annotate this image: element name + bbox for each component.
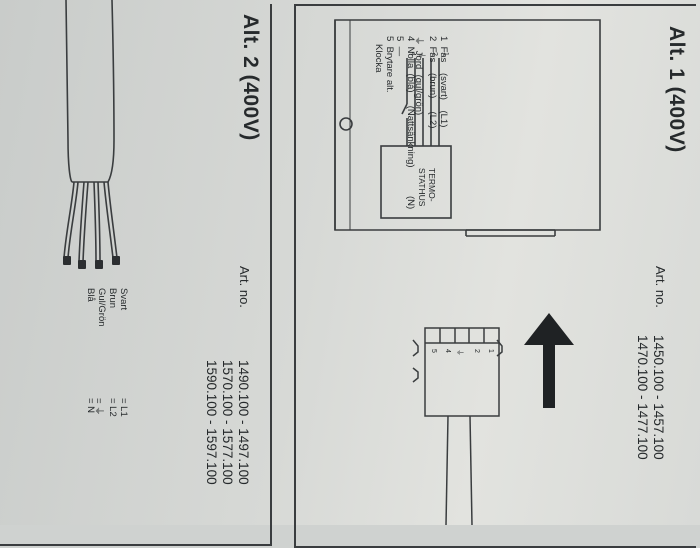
terminal-5: 5 —: [394, 36, 405, 57]
wire-code-l2: = L2: [107, 398, 118, 417]
terminal-3-code: (N): [405, 196, 416, 210]
alt2-art-number-2: 1570.100 - 1577.100: [220, 360, 235, 485]
wire-name-yellow-green: Gul/Grön: [96, 288, 107, 327]
alt1-connector: [412, 327, 503, 525]
wire-num-earth: ⏚: [418, 52, 425, 59]
alt2-cable: [63, 0, 118, 263]
terminal-2: 2 Fas (brun) (L2): [427, 36, 438, 129]
connector-num-earth: ⏚: [456, 349, 463, 356]
connector-num-2: 2: [473, 349, 480, 353]
connector-num-5: 5: [430, 349, 437, 353]
wire-num-2: 2: [431, 52, 438, 56]
wire-code-n: = N: [85, 398, 96, 414]
device-label: TERMO- STATHUS: [417, 168, 437, 207]
wire-name-blue: Blå: [85, 288, 96, 302]
alt1-art-number-2: 1470.100 - 1477.100: [635, 335, 650, 460]
alt2-art-label: Art. no.: [237, 266, 252, 308]
connector-num-4: 4: [444, 349, 451, 353]
terminal-1: 1 Fas (svart) (L1): [438, 36, 449, 128]
wiring-diagrams: [63, 0, 601, 525]
connector-num-1: 1: [487, 349, 494, 353]
klocka-label: Klocka: [373, 44, 384, 73]
alt1-art-label: Art. no.: [653, 266, 668, 308]
thermostat-unit: [334, 19, 601, 237]
wire-code-l1: = L1: [118, 398, 129, 417]
wire-name-black: Svart: [118, 288, 129, 311]
alt2-title: Alt. 2 (400V): [239, 14, 262, 141]
alt2-art-number-1: 1490.100 - 1497.100: [236, 360, 251, 485]
brytare-label: 5 Brytare alt.: [384, 36, 395, 93]
wire-num-4: 4: [409, 52, 416, 56]
alt2-wire-ends: [63, 256, 120, 269]
alt1-art-number-1: 1450.100 - 1457.100: [651, 335, 666, 460]
wire-name-brown: Brun: [107, 288, 118, 309]
wire-num-1: 1: [442, 52, 449, 56]
alt1-title: Alt. 1 (400V): [665, 26, 688, 153]
direction-arrow: [524, 313, 574, 408]
alt2-art-number-3: 1590.100 - 1597.100: [204, 360, 219, 485]
